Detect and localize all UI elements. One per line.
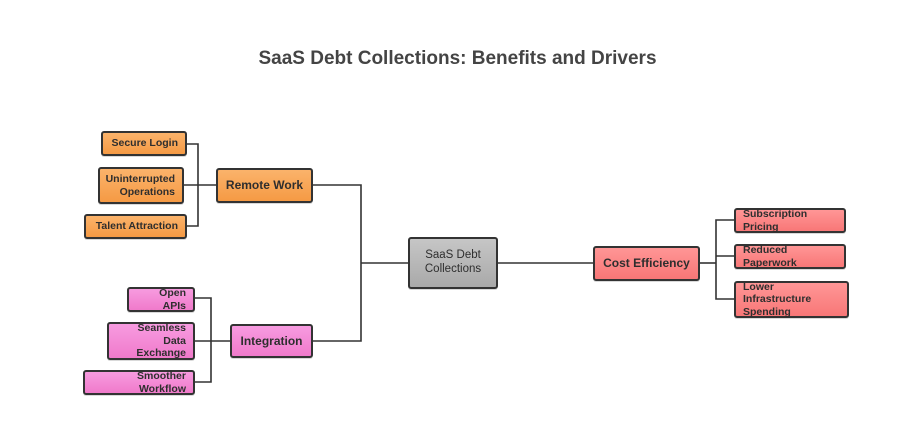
node-reduced-paperwork: Reduced Paperwork [734,244,846,269]
node-talent-attraction: Talent Attraction [84,214,187,239]
node-uninterrupted-operations: Uninterrupted Operations [98,167,184,204]
node-lower-infrastructure-spending: Lower Infrastructure Spending [734,281,849,318]
node-subscription-pricing: Subscription Pricing [734,208,846,233]
diagram-title: SaaS Debt Collections: Benefits and Driv… [258,48,657,69]
node-secure-login: Secure Login [101,131,187,156]
node-remote-work: Remote Work [216,168,313,203]
node-seamless-data-exchange: Seamless Data Exchange [107,322,195,360]
node-cost-efficiency: Cost Efficiency [593,246,700,281]
node-open-apis: Open APIs [127,287,195,312]
node-smoother-workflow: Smoother Workflow [83,370,195,395]
node-integration: Integration [230,324,313,358]
node-center-saas-debt-collections: SaaS Debt Collections [408,237,498,289]
